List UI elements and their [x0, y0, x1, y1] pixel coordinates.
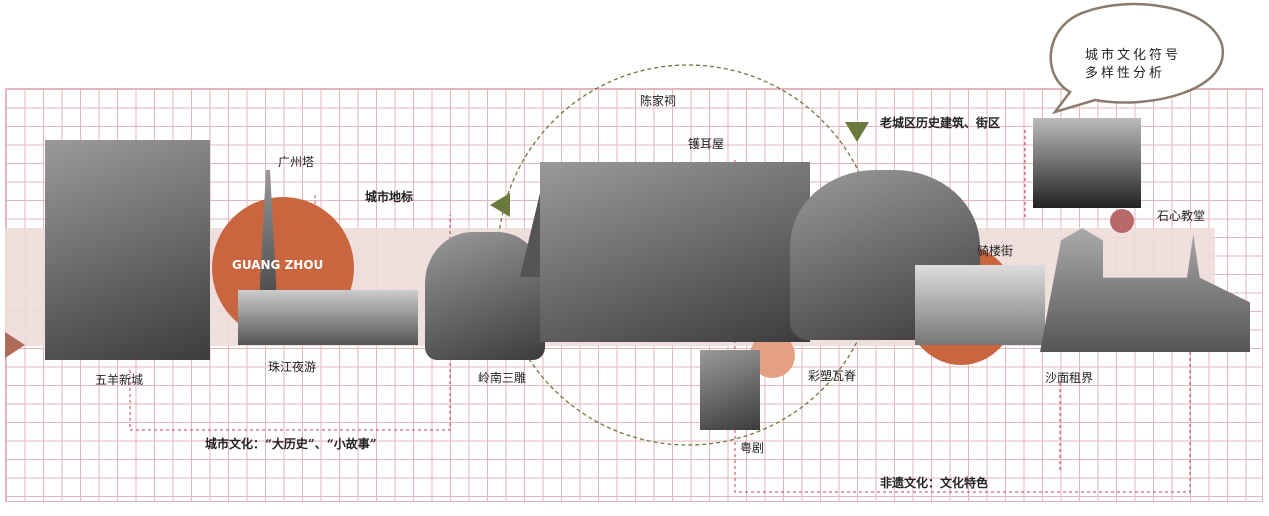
label-pearl-river: 珠江夜游 [268, 360, 317, 374]
label-old-city: 老城区历史建筑、街区 [880, 116, 1001, 130]
people-photo [1033, 118, 1141, 208]
label-carvings: 岭南三雕 [478, 371, 527, 385]
label-wuyang: 五羊新城 [95, 373, 144, 387]
triangle-olive-left-icon [490, 193, 510, 217]
triangle-left-icon [5, 332, 25, 358]
label-chen-clan: 陈家祠 [640, 94, 677, 108]
label-city-culture: 城市文化：“大历史”、“小故事” [205, 437, 377, 451]
triangle-olive-down-icon [845, 122, 869, 142]
label-ridge: 彩塑瓦脊 [808, 369, 857, 383]
arcade-street-photo [915, 265, 1045, 345]
opera-photo [700, 350, 760, 430]
bubble-line-2: 多样性分析 [1085, 66, 1166, 81]
label-landmark: 城市地标 [365, 190, 414, 204]
label-guangzhou-tower: 广州塔 [278, 155, 315, 169]
label-arcade: 骑楼街 [977, 244, 1014, 258]
label-stone-church: 石心教堂 [1157, 209, 1206, 223]
label-heritage: 非遗文化：文化特色 [880, 476, 989, 490]
speech-bubble [1049, 2, 1225, 115]
wok-house-roof-photo [540, 162, 810, 342]
label-shamian: 沙面租界 [1045, 371, 1094, 385]
label-wok-house: 镬耳屋 [688, 137, 725, 151]
label-opera: 粤剧 [740, 441, 765, 455]
rose-circle [1110, 209, 1134, 233]
lion-carving-photo [425, 232, 545, 360]
bubble-line-1: 城市文化符号 [1085, 48, 1182, 63]
wuyang-statue-photo [45, 140, 210, 360]
logo-guangzhou: GUANG ZHOU [232, 258, 324, 272]
pearl-river-photo [238, 290, 418, 345]
dash-heritage [734, 160, 1191, 493]
